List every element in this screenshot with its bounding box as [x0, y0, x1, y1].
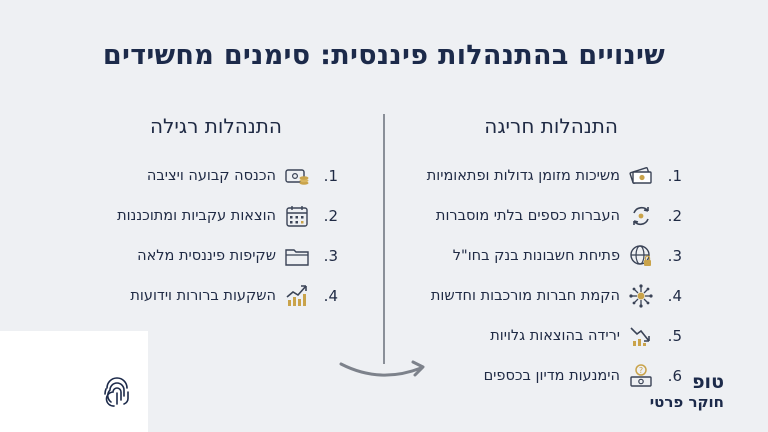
question-money-icon: ?	[628, 363, 654, 389]
downtrend-icon	[628, 323, 654, 349]
list-item: 4. הקמת חברות מורכבות וחדשות	[427, 276, 682, 316]
folder-icon	[284, 243, 310, 269]
svg-text:?: ?	[639, 366, 643, 375]
list-item: 4. השקעות ברורות וידועות	[117, 276, 338, 316]
wallet-coins-icon	[284, 163, 310, 189]
item-number: 5.	[667, 327, 682, 345]
item-number: 4.	[667, 287, 682, 305]
item-label: העברות כספים בלתי מוסברות	[435, 208, 620, 224]
calendar-icon	[284, 203, 310, 229]
item-label: משיכות מזומן גדולות ופתאומיות	[426, 168, 620, 184]
item-label: הוצאות עקביות ומתוכננות	[117, 208, 276, 224]
globe-lock-icon	[628, 243, 654, 269]
item-number: 1.	[667, 167, 682, 185]
item-number: 3.	[667, 247, 682, 265]
item-number: 2.	[323, 207, 338, 225]
column-divider	[383, 114, 385, 364]
list-item: 5. ירידה בהוצאות גלויות	[427, 316, 682, 356]
page-title: שינויים בהתנהלות פיננסית: סימנים מחשידים	[102, 40, 666, 71]
item-number: 1.	[323, 167, 338, 185]
logo: טופ חוקר פרטי	[650, 372, 724, 412]
list-item: 3. שקיפות פיננסית מלאה	[117, 236, 338, 276]
list-item: 2. הוצאות עקביות ומתוכננות	[117, 196, 338, 236]
curved-arrow-icon	[339, 360, 425, 377]
list-item: 2. העברות כספים בלתי מוסברות	[427, 196, 682, 236]
item-number: 6.	[667, 367, 682, 385]
left-column-heading: התנהלות רגילה	[149, 114, 282, 138]
fingerprint-icon	[104, 377, 129, 407]
network-icon	[628, 283, 654, 309]
logo-line1: טופ	[692, 371, 724, 393]
cash-icon	[628, 163, 654, 189]
item-label: הקמת חברות מורכבות וחדשות	[430, 288, 620, 304]
list-item: 3. פתיחת חשבונות בנק בחו"ל	[427, 236, 682, 276]
item-number: 3.	[323, 247, 338, 265]
item-label: הימנעות מדיון בכספים	[483, 368, 620, 384]
item-label: שקיפות פיננסית מלאה	[137, 248, 276, 264]
list-item: 1. משיכות מזומן גדולות ופתאומיות	[427, 156, 682, 196]
item-label: הכנסה קבועה ויציבה	[146, 168, 276, 184]
logo-line2: חוקר פרטי	[649, 393, 724, 411]
logo-panel	[0, 331, 148, 432]
item-number: 4.	[323, 287, 338, 305]
item-number: 2.	[667, 207, 682, 225]
transfer-icon	[628, 203, 654, 229]
suspicious-list: 1. משיכות מזומן גדולות ופתאומיות 2. העבר…	[427, 156, 682, 396]
uptrend-icon	[284, 283, 310, 309]
right-column-heading: התנהלות חריגה	[484, 114, 618, 138]
item-label: השקעות ברורות וידועות	[130, 288, 276, 304]
item-label: פתיחת חשבונות בנק בחו"ל	[452, 248, 620, 264]
item-label: ירידה בהוצאות גלויות	[490, 328, 620, 344]
normal-list: 1. הכנסה קבועה ויציבה 2. הוצאות עקביות ו…	[117, 156, 338, 316]
list-item: 1. הכנסה קבועה ויציבה	[117, 156, 338, 196]
list-item: 6. ? הימנעות מדיון בכספים	[427, 356, 682, 396]
